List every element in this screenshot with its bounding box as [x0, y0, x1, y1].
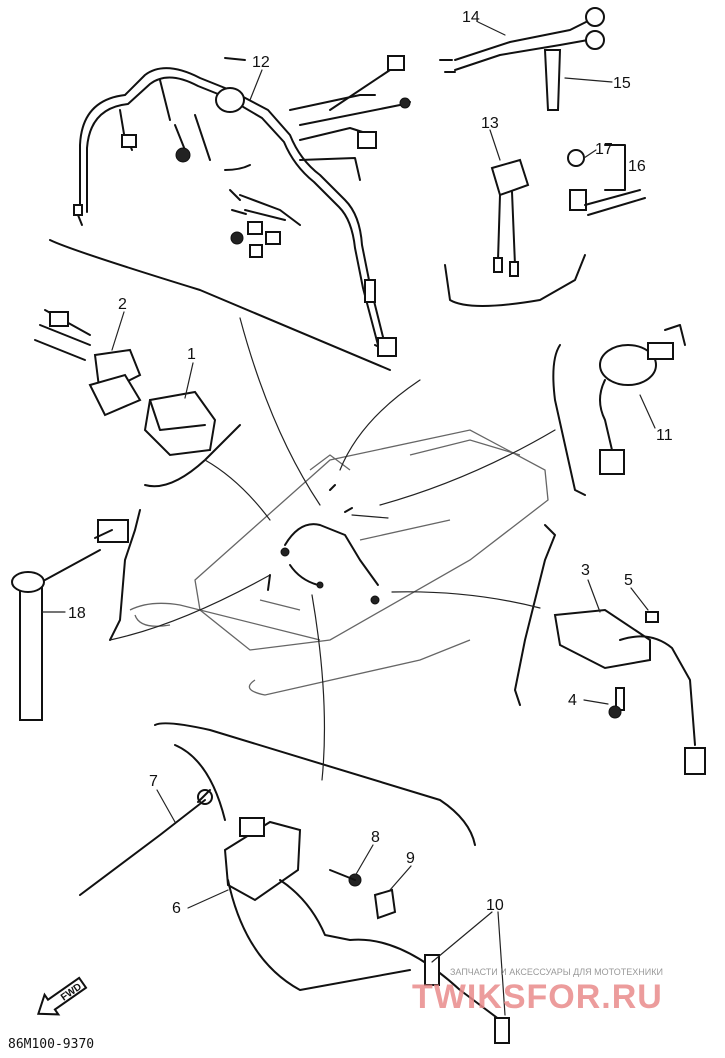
part-label-12: 12: [252, 54, 270, 71]
part-label-17: 17: [595, 141, 613, 158]
watermark: ЗАПЧАСТИ И АКСЕССУАРЫ ДЛЯ МОТОТЕХНИКИ TW…: [412, 967, 663, 1016]
control-box: [143, 390, 217, 457]
callout-borders: [49, 239, 586, 846]
part-label-18: 18: [68, 605, 86, 622]
leader-lines: [109, 317, 556, 781]
part-label-7: 7: [149, 773, 158, 790]
label-leaders: [41, 21, 656, 1016]
part-label-9: 9: [406, 850, 415, 867]
voltage-regulator: [553, 608, 706, 775]
part-number-labels: 1 2 3 4 5 6 7 8 9 10 11 12 13 14 15 16 1…: [68, 9, 673, 917]
temperature-sensor: [11, 519, 129, 721]
part-label-3: 3: [581, 562, 590, 579]
ignition-coil: [79, 744, 510, 1044]
main-switch: [599, 324, 686, 475]
forward-arrow-icon: FWD: [36, 976, 88, 1016]
part-label-4: 4: [568, 692, 577, 709]
part-label-5: 5: [624, 572, 633, 589]
drawing-code: 86M100-9370: [8, 1037, 94, 1052]
part-label-14: 14: [462, 9, 480, 26]
part-label-2: 2: [118, 296, 127, 313]
part-label-16: 16: [628, 158, 646, 175]
relay: [490, 158, 530, 277]
part-label-13: 13: [481, 115, 499, 132]
part-label-11: 11: [656, 427, 673, 444]
part-label-8: 8: [371, 829, 380, 846]
center-harness: [267, 484, 380, 605]
lead-wire: [439, 7, 605, 73]
cable-tie: [543, 49, 562, 111]
part-label-10: 10: [486, 897, 504, 914]
connector: [34, 309, 142, 417]
part-label-15: 15: [613, 75, 631, 92]
part-label-1: 1: [187, 346, 196, 363]
bulb-socket: [567, 144, 646, 216]
part-label-6: 6: [172, 900, 181, 917]
watermark-logo: TWIKSFOR.RU: [412, 978, 663, 1016]
snowmobile-outline: [129, 429, 549, 696]
watermark-caption: ЗАПЧАСТИ И АКСЕССУАРЫ ДЛЯ МОТОТЕХНИКИ: [450, 967, 663, 977]
main-wire-harness: [73, 55, 411, 357]
